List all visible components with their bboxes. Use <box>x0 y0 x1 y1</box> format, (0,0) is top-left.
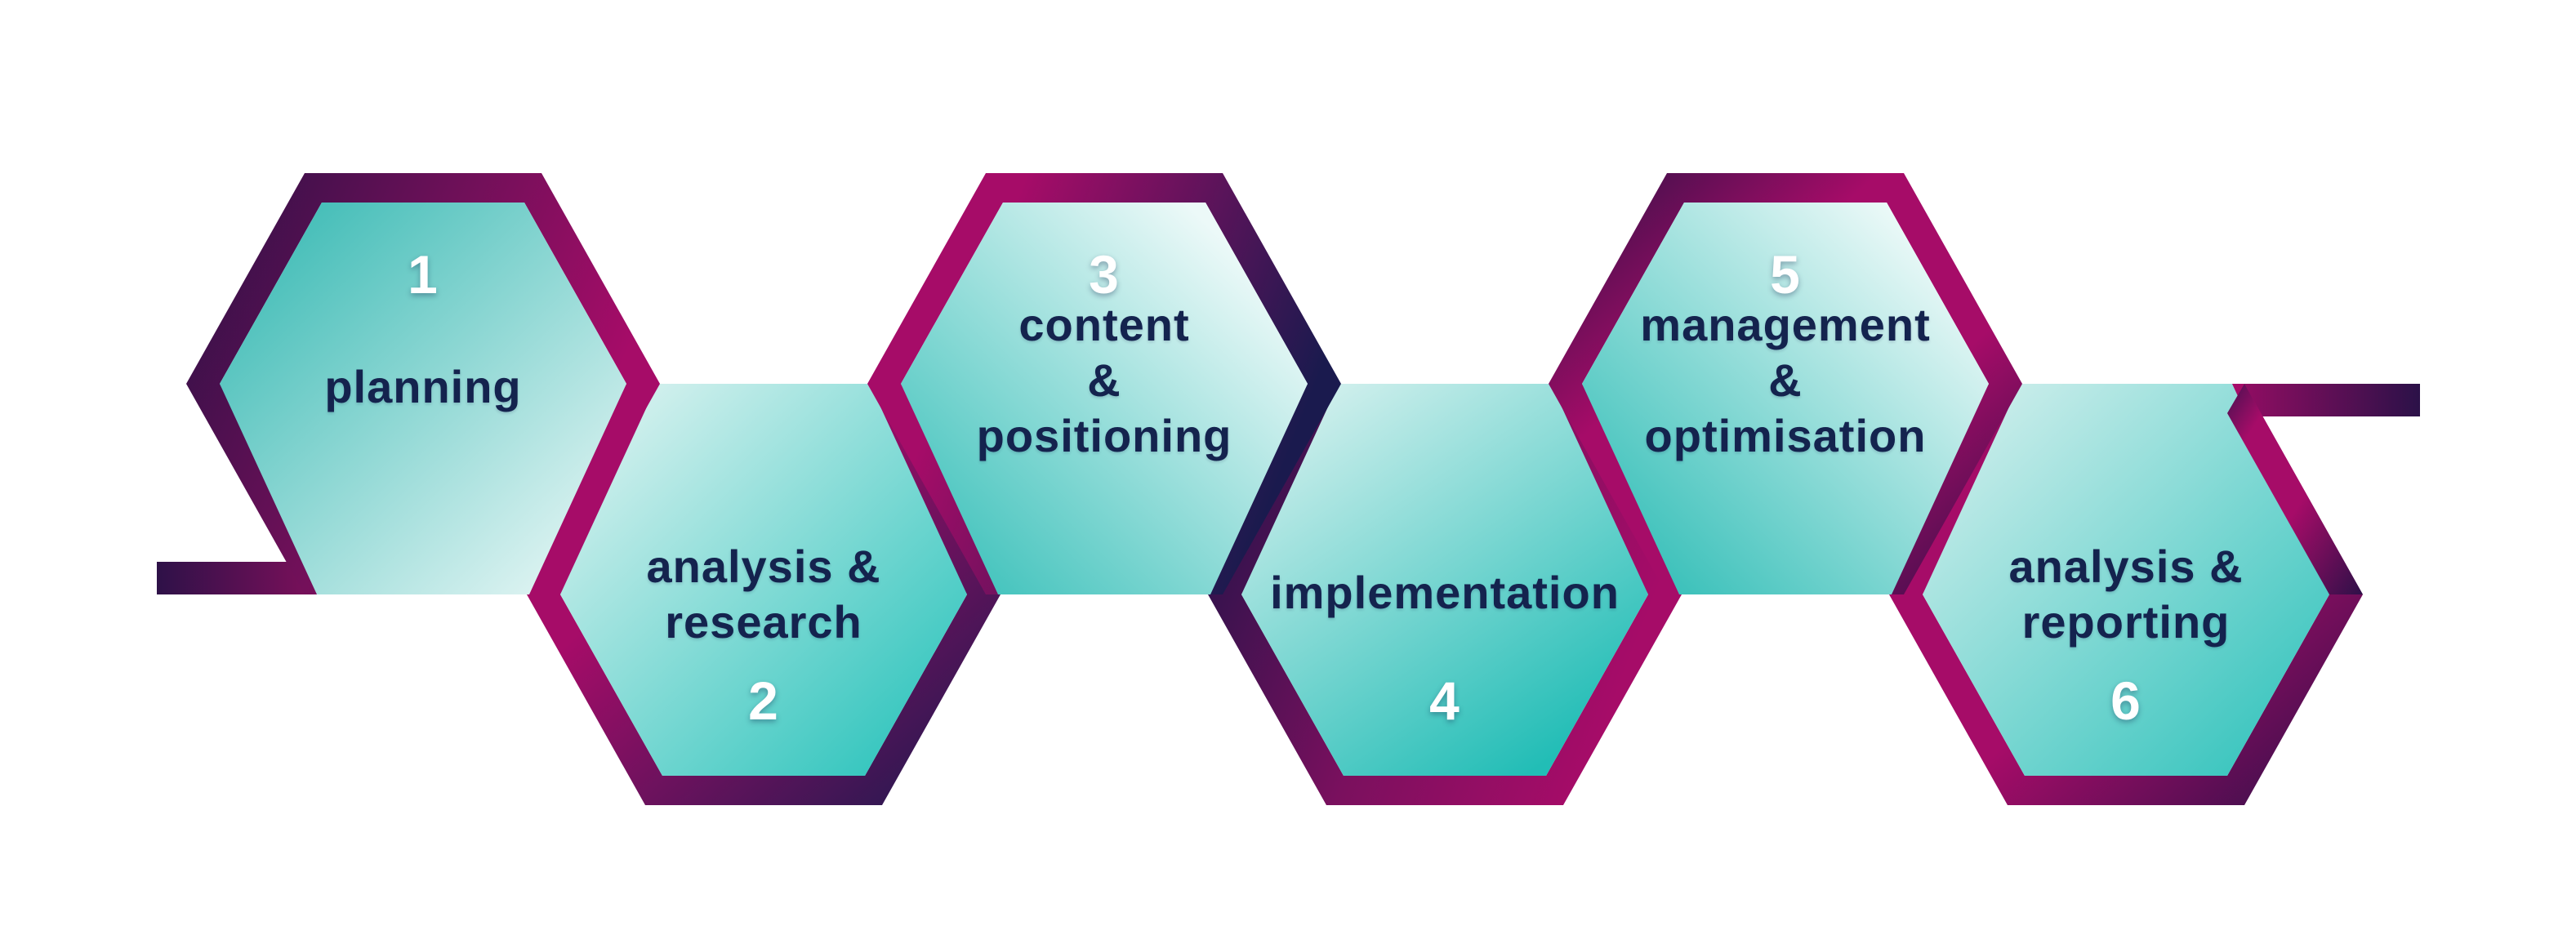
hexagon-shape-1 <box>186 173 660 594</box>
hexagon-6-fill <box>1923 384 2329 776</box>
hexagon-6-top-right-border <box>2227 384 2363 594</box>
hexagon-3-fill <box>901 203 1308 594</box>
hexagon-shape-2 <box>527 384 1001 805</box>
hexagon-shape-6 <box>1889 384 2363 805</box>
hexagon-shape-5 <box>1549 173 2022 594</box>
hexagon-shape-3 <box>867 173 1341 594</box>
hexagon-4-fill <box>1241 384 1648 776</box>
hexagon-shape-4 <box>1208 384 1682 805</box>
hexagon-5-fill <box>1582 203 1989 594</box>
hexagon-1-fill <box>220 203 626 594</box>
hexagon-2-fill <box>560 384 967 776</box>
